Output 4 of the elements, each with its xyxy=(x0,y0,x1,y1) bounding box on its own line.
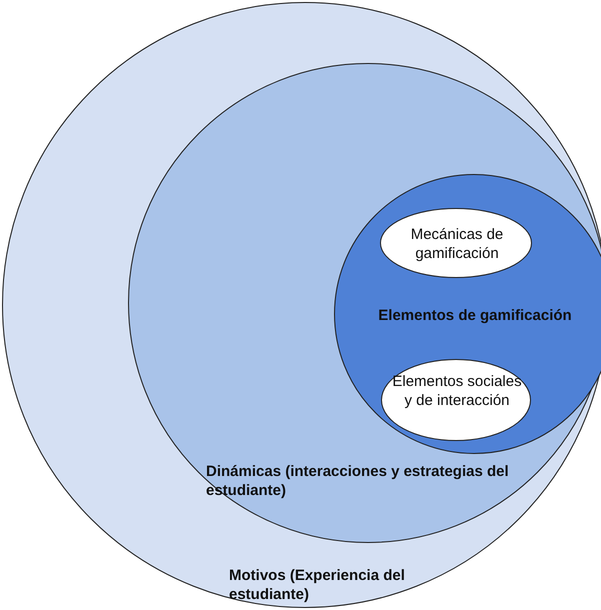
circle-label: Motivos (Experiencia del estudiante) xyxy=(229,566,406,604)
circle-label: Elementos sociales y de interacción xyxy=(392,372,522,410)
circle-label: Mecánicas de gamificación xyxy=(410,225,504,263)
circle-label: Elementos de gamificación xyxy=(377,306,573,325)
